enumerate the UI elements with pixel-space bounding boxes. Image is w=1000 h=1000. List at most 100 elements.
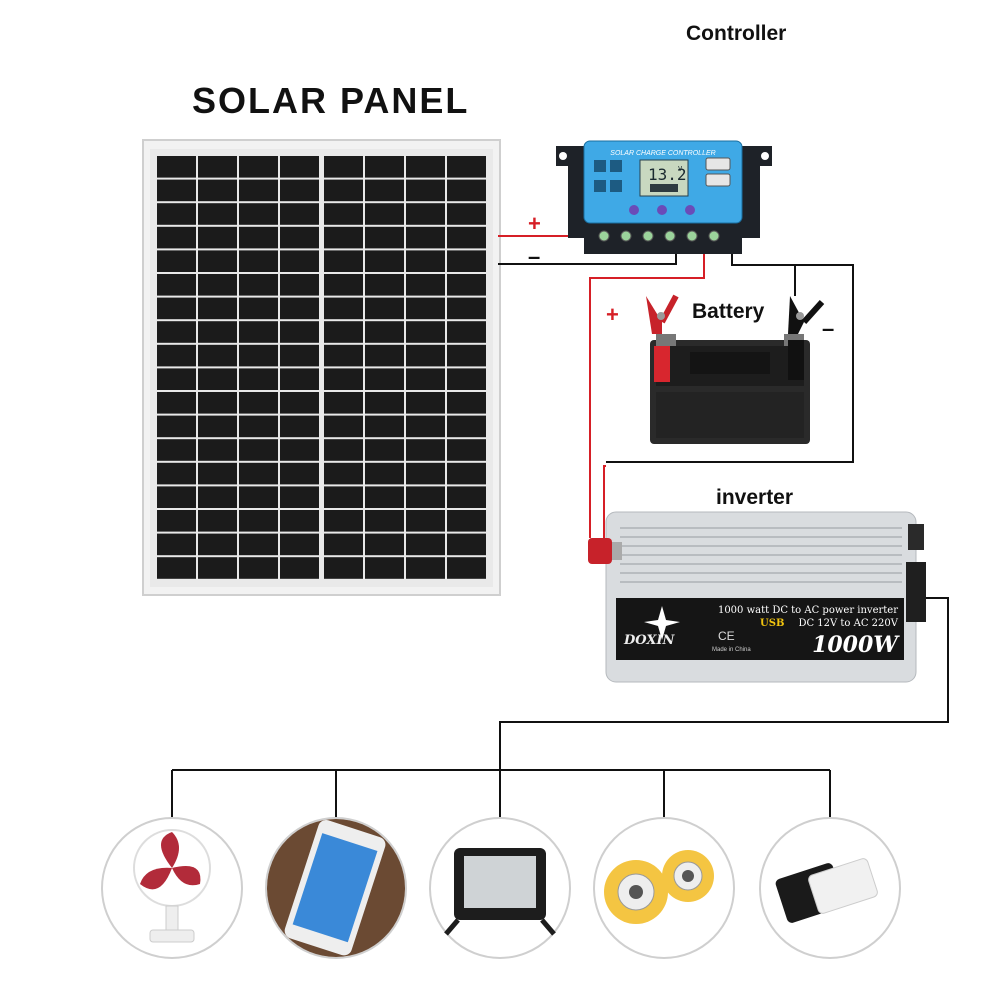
solar-cell [157, 226, 196, 249]
solar-cell [280, 462, 319, 485]
solar-cell [447, 462, 486, 485]
solar-cell [447, 297, 486, 320]
inverter-power: 1000W [812, 632, 900, 658]
solar-cell [365, 179, 404, 202]
solar-cell [324, 415, 363, 438]
solar-cell [280, 510, 319, 532]
solar-cell [447, 203, 486, 225]
solar-cell [157, 297, 196, 320]
solar-cell [198, 368, 237, 390]
solar-cell [239, 392, 278, 414]
solar-cell [324, 392, 363, 414]
inverter-label: inverter [716, 486, 794, 509]
solar-cell [280, 415, 319, 438]
solar-cell [324, 156, 363, 178]
solar-cell [406, 274, 445, 296]
solar-cell [280, 156, 319, 178]
solar-cell [365, 297, 404, 320]
controller-plus-sign: + [528, 211, 541, 236]
solar-cell [406, 226, 445, 249]
controller-terminals [598, 230, 720, 242]
solar-cell [406, 203, 445, 225]
solar-cell [406, 439, 445, 461]
power-bank-icon [775, 858, 878, 923]
controller-display-unit: V [678, 165, 683, 173]
desk-fan-icon [133, 829, 211, 943]
solar-cell [198, 156, 237, 178]
solar-cell [365, 486, 404, 508]
solar-cell [198, 510, 237, 532]
controller-header: SOLAR CHARGE CONTROLLER [610, 150, 715, 157]
solar-cell [239, 156, 278, 178]
solar-cell [157, 156, 196, 178]
controller-label: Controller [686, 22, 787, 45]
speakers-icon [604, 850, 714, 924]
solar-cell [198, 344, 237, 367]
solar-cell [239, 486, 278, 508]
solar-cell [280, 179, 319, 202]
solar-cell [280, 486, 319, 508]
solar-cell [157, 344, 196, 367]
solar-cell [239, 510, 278, 532]
solar-cell [157, 557, 196, 579]
solar-cell [157, 533, 196, 556]
solar-cell [157, 510, 196, 532]
solar-cell [157, 368, 196, 390]
solar-cell [280, 557, 319, 579]
solar-cell [280, 203, 319, 225]
solar-cell [447, 274, 486, 296]
solar-cell [324, 203, 363, 225]
controller-display-value: 13.2 [648, 165, 687, 184]
solar-cell [157, 274, 196, 296]
solar-cell [324, 486, 363, 508]
solar-cell [157, 392, 196, 414]
solar-cell [324, 510, 363, 532]
solar-cell [198, 439, 237, 461]
solar-cell [447, 533, 486, 556]
solar-cell [447, 486, 486, 508]
solar-cell [365, 321, 404, 343]
solar-cell [239, 179, 278, 202]
terminal-screw [664, 230, 676, 242]
solar-cell [198, 533, 237, 556]
solar-cell [365, 415, 404, 438]
solar-cell [239, 226, 278, 249]
solar-panel [142, 139, 501, 596]
solar-cell [365, 368, 404, 390]
solar-cell [324, 462, 363, 485]
solar-cell [365, 156, 404, 178]
solar-cells [157, 156, 486, 579]
solar-cell [239, 203, 278, 225]
solar-cell [406, 297, 445, 320]
solar-cell [447, 510, 486, 532]
solar-cell [157, 203, 196, 225]
solar-cell [406, 486, 445, 508]
solar-cell [280, 439, 319, 461]
solar-cell [198, 203, 237, 225]
solar-cell [365, 250, 404, 272]
solar-cell [406, 321, 445, 343]
solar-cell [406, 156, 445, 178]
solar-cell [198, 462, 237, 485]
solar-cell [365, 274, 404, 296]
terminal-screw [708, 230, 720, 242]
solar-cell [324, 250, 363, 272]
solar-cell [447, 392, 486, 414]
black-clamp [788, 296, 825, 380]
solar-cell [447, 344, 486, 367]
solar-cell [239, 250, 278, 272]
solar-cell [406, 533, 445, 556]
power-inverter: 1000 watt DC to AC power inverter USB DC… [588, 511, 926, 683]
solar-cell [365, 510, 404, 532]
solar-cell [324, 533, 363, 556]
solar-cell [324, 557, 363, 579]
inverter-usb: USB [760, 618, 784, 629]
solar-cell [365, 462, 404, 485]
solar-cell [406, 368, 445, 390]
solar-cell [239, 274, 278, 296]
battery-label: Battery [692, 300, 765, 323]
solar-cell [324, 179, 363, 202]
red-clamp [646, 294, 679, 382]
solar-cell [198, 297, 237, 320]
solar-cell [406, 250, 445, 272]
